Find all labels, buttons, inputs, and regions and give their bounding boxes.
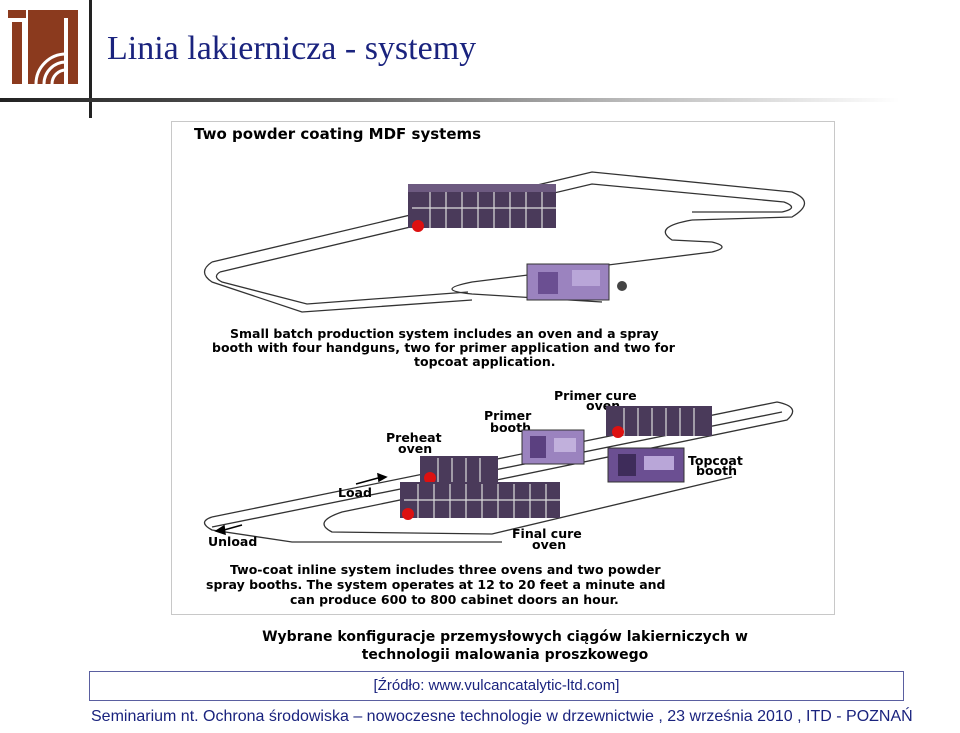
caption-line1: Wybrane konfiguracje przemysłowych ciągó… <box>262 629 748 645</box>
label-primer-cure-line1: Primer cure <box>554 388 637 403</box>
label-final-cure-line2: oven <box>532 537 566 552</box>
header-horizontal-rule <box>0 98 900 102</box>
batch-description-line3: topcoat application. <box>414 354 556 369</box>
figure-caption: Wybrane konfiguracje przemysłowych ciągó… <box>170 628 840 664</box>
batch-oven <box>408 184 556 232</box>
inline-description-line1: Two-coat inline system includes three ov… <box>230 562 661 577</box>
slide-footer: Seminarium nt. Ochrona środowiska – nowo… <box>91 708 913 725</box>
batch-description-line2: booth with four handguns, two for primer… <box>212 340 676 355</box>
preheat-oven <box>420 456 498 486</box>
label-unload: Unload <box>208 534 257 549</box>
batch-description-line1: Small batch production system includes a… <box>230 326 659 341</box>
itd-logo-icon <box>8 10 78 85</box>
label-load: Load <box>338 485 372 500</box>
primer-cure-oven <box>606 406 712 438</box>
figure-heading: Two powder coating MDF systems <box>194 125 481 143</box>
label-final-cure-line1: Final cure <box>512 526 582 541</box>
topcoat-booth <box>607 447 685 483</box>
load-arrow-icon <box>355 472 388 485</box>
label-preheat-line2: oven <box>398 441 432 456</box>
slide-title: Linia lakiernicza - systemy <box>107 30 477 67</box>
label-primer-booth-line1: Primer <box>484 408 532 423</box>
batch-system-conveyor <box>203 171 806 313</box>
label-topcoat-line1: Topcoat <box>688 453 743 468</box>
label-topcoat-line2: booth <box>696 463 737 478</box>
coating-systems-diagram: Two powder coating MDF systems <box>194 125 806 607</box>
caption-line2: technologii malowania proszkowego <box>361 647 649 663</box>
batch-spray-booth <box>526 263 627 301</box>
header-vertical-rule <box>89 0 92 118</box>
inline-description-line2: spray booths. The system operates at 12 … <box>206 577 666 592</box>
final-cure-oven <box>400 482 560 520</box>
inline-description-line3: can produce 600 to 800 cabinet doors an … <box>290 592 619 607</box>
unload-arrow-icon <box>214 524 243 536</box>
source-citation: [Źródło: www.vulcancatalytic-ltd.com] <box>89 671 904 701</box>
label-primer-booth-line2: booth <box>490 420 531 435</box>
primer-booth <box>521 429 585 465</box>
powder-coating-figure: Two powder coating MDF systems <box>171 121 835 615</box>
label-preheat-line1: Preheat <box>386 430 442 445</box>
